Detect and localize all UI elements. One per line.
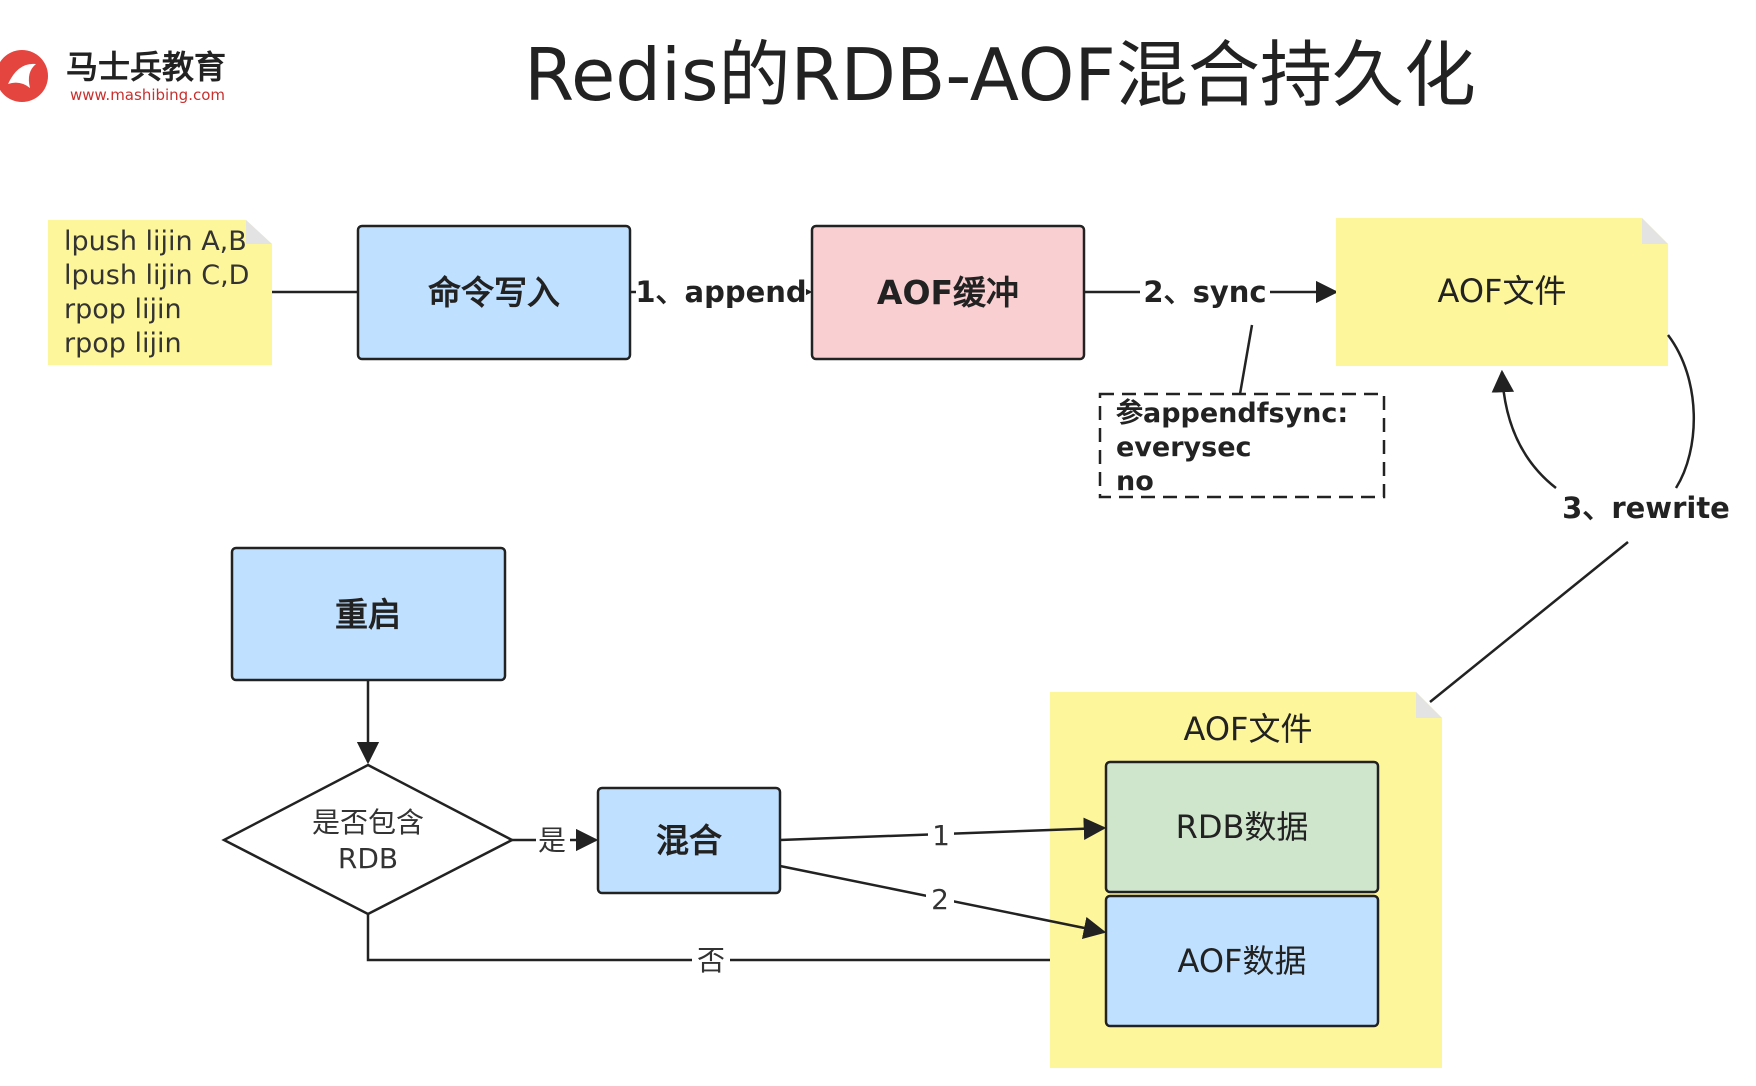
append-label: 1、append <box>635 275 806 309</box>
write-box-label: 命令写入 <box>428 273 560 312</box>
rdb-decision: 是否包含 RDB <box>221 763 515 916</box>
aof-data-label: AOF数据 <box>1178 942 1307 980</box>
edge-1-label: 1 <box>932 819 950 852</box>
no-edge <box>366 914 1107 972</box>
yes-label: 是 <box>538 824 566 857</box>
aof-buffer-box: AOF缓冲 <box>810 224 1086 361</box>
rewrite-connector <box>1429 541 1629 703</box>
aof-buffer-label: AOF缓冲 <box>877 273 1019 312</box>
restart-box: 重启 <box>230 546 507 682</box>
command-line: lpush lijin C,D <box>64 260 249 291</box>
aof-file-top-label: AOF文件 <box>1438 272 1567 310</box>
aof-file-bottom-label: AOF文件 <box>1184 710 1313 748</box>
restart-box-label: 重启 <box>335 595 401 634</box>
no-label: 否 <box>697 944 725 977</box>
page-title: Redis的RDB-AOF混合持久化 <box>524 33 1476 117</box>
aof-file-bottom: AOF文件 RDB数据 AOF数据 <box>1050 692 1442 1068</box>
config-line: 参appendfsync: <box>1116 397 1348 429</box>
aof-file-top: AOF文件 <box>1336 218 1668 366</box>
rewrite-curve-out <box>1667 334 1695 489</box>
decision-line1: 是否包含 <box>312 806 424 839</box>
commands-note: lpush lijin A,B lpush lijin C,D rpop lij… <box>48 220 272 365</box>
logo: 马士兵教育 www.mashibing.com <box>0 48 226 104</box>
rdb-data-label: RDB数据 <box>1176 808 1309 846</box>
logo-url: www.mashibing.com <box>70 86 225 104</box>
rewrite-label: 3、rewrite <box>1562 491 1730 525</box>
config-line: no <box>1116 466 1154 497</box>
logo-brand: 马士兵教育 <box>66 48 226 86</box>
mix-box: 混合 <box>596 786 782 895</box>
sync-label: 2、sync <box>1143 275 1266 309</box>
logo-horse-icon <box>8 63 36 88</box>
mix-box-label: 混合 <box>656 821 722 860</box>
command-line: lpush lijin A,B <box>64 226 247 257</box>
fsync-config-note: 参appendfsync: everysec no <box>1098 392 1386 499</box>
command-line: rpop lijin <box>64 294 182 325</box>
edge-2-label: 2 <box>931 883 949 916</box>
aof-data-box <box>1104 894 1380 1028</box>
command-line: rpop lijin <box>64 328 182 359</box>
config-line: everysec <box>1116 432 1252 463</box>
decision-line2: RDB <box>338 842 398 875</box>
config-connector <box>1238 324 1254 395</box>
rewrite-curve-in <box>1491 369 1557 489</box>
write-box: 命令写入 <box>356 224 632 361</box>
